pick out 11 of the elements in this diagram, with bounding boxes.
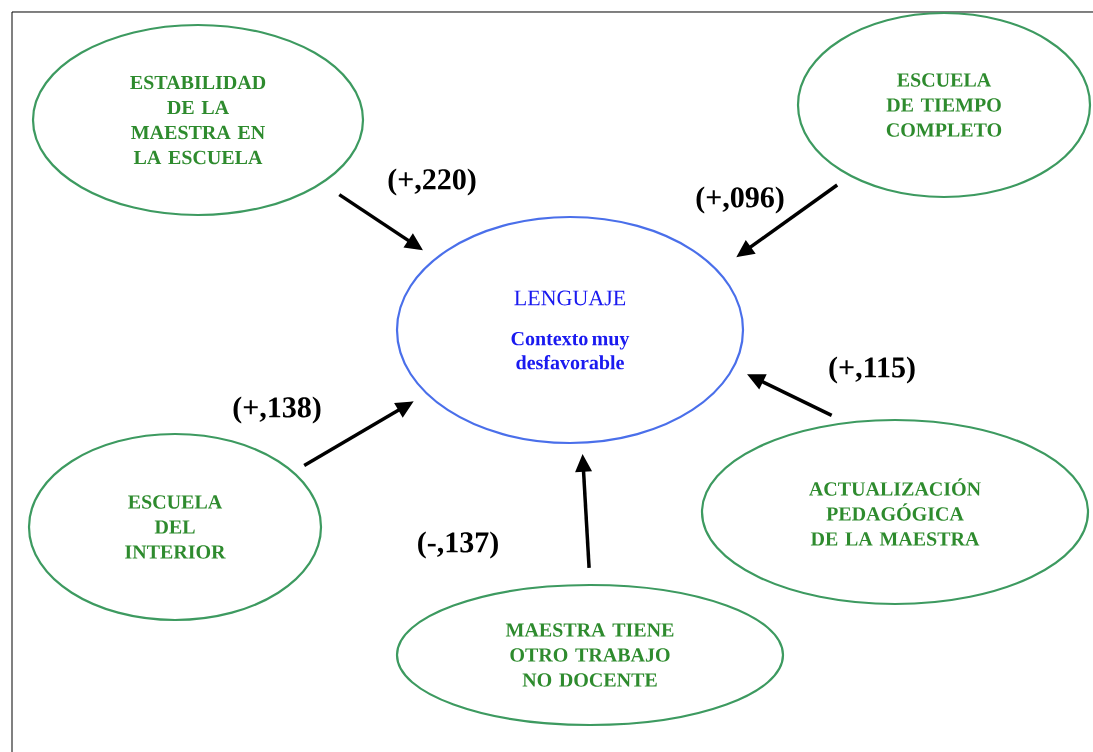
ellipse-node: MAESTRA TIENE OTRO TRABAJO NO DOCENTE (395, 583, 785, 727)
ellipse-node: ACTUALIZACIÓN PEDAGÓGICA DE LA MAESTRA (700, 418, 1090, 606)
edge-label: (+,115) (827, 355, 917, 385)
edge-label: (+,138) (231, 395, 323, 425)
ellipse-node: ESTABILIDAD DE LA MAESTRA EN LA ESCUELA (31, 23, 365, 217)
ellipse-node: ESCUELA DE TIEMPO COMPLETO (796, 11, 1092, 199)
edge-label: (-,137) (415, 530, 501, 560)
ellipse-node: LENGUAJE Contexto muy desfavorable (395, 215, 745, 445)
edge-label: (+,096) (694, 185, 786, 215)
ellipse-node: ESCUELA DEL INTERIOR (27, 432, 323, 622)
edge-label: (+,220) (386, 167, 478, 197)
